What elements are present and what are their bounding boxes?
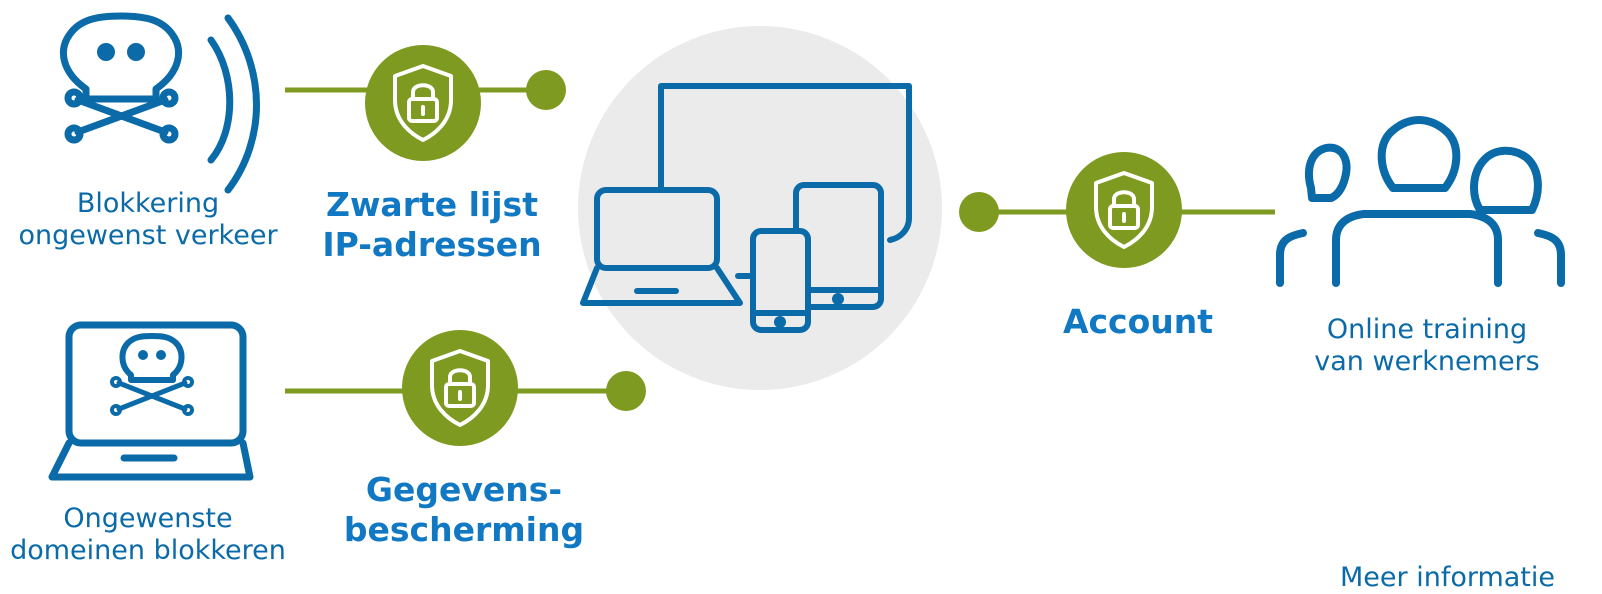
shield-lock-icon [400, 328, 520, 448]
center-background-circle [578, 26, 942, 390]
signal-waves-icon [207, 14, 260, 194]
label-data-protection: Gegevens- bescherming [343, 470, 585, 549]
connector-top-dot [526, 70, 566, 110]
laptop-skull-icon [48, 321, 254, 481]
label-unwanted-domains: Ongewenste domeinen blokkeren [10, 503, 286, 567]
label-online-training: Online training van werknemers [1314, 314, 1540, 378]
label-account: Account [1062, 302, 1214, 341]
connector-bottom-dot [606, 371, 646, 411]
devices-icon [580, 83, 912, 333]
footer-more-info-partial: Meer informatie [1340, 562, 1556, 593]
label-blacklist-ip: Zwarte lijst IP-adressen [322, 185, 542, 264]
skull-crossbones-icon [59, 12, 183, 144]
users-group-icon [1276, 116, 1565, 287]
label-blocking-traffic: Blokkering ongewenst verkeer [18, 188, 278, 252]
shield-lock-icon [363, 43, 483, 163]
shield-lock-icon [1064, 150, 1184, 270]
